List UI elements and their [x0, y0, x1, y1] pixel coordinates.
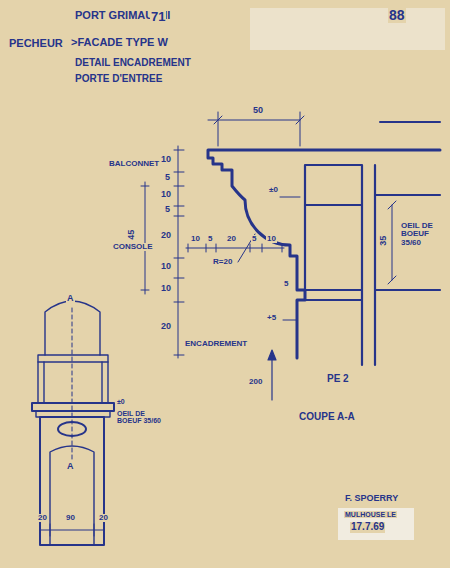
drawing-label: PECHEUR — [8, 38, 64, 50]
drawing-label: 5 — [207, 235, 213, 243]
drawing-label: 10 — [160, 190, 172, 199]
drawing-label: 10 — [160, 284, 172, 293]
dimension-line — [208, 112, 304, 146]
drawing-label: COUPE A-A — [298, 412, 356, 423]
dimension-line — [388, 201, 396, 284]
tape — [338, 508, 414, 540]
drawing-label: >FACADE TYPE W — [70, 37, 169, 49]
level-arrow — [268, 350, 276, 400]
drawing-label: A — [66, 294, 75, 303]
drawing-label: 20 — [160, 231, 172, 240]
dimension-line — [141, 146, 184, 358]
drawing-label: ±0 — [268, 186, 279, 194]
slab-line — [380, 121, 440, 123]
drawing-label: 5 — [251, 235, 257, 243]
drawing-label: OEIL DE BOEUF 35/60 — [400, 222, 446, 247]
drawing-label: 50 — [252, 106, 264, 115]
dimension-line — [186, 197, 300, 320]
drawing-label: MULHOUSE LE — [344, 511, 397, 518]
drawing-label: 10 — [266, 235, 277, 243]
drawing-label: 10 — [190, 235, 201, 243]
drawing-label: 20 — [160, 322, 172, 331]
drawing-label: 5 — [164, 173, 171, 182]
drawing-label: 20 — [37, 514, 48, 522]
drawing-label: CONSOLE — [112, 243, 154, 251]
drawing-label: 5 — [164, 205, 171, 214]
drawing-label: ENCADREMENT — [184, 340, 248, 348]
drawing-label: 200 — [248, 378, 263, 386]
drawing-label: 10 — [160, 262, 172, 271]
drawing-label: R=20 — [212, 258, 233, 266]
drawing-label: 71 — [150, 10, 166, 24]
tape — [250, 8, 445, 50]
drawing-label: 10 — [160, 155, 172, 164]
drawing-label: PE 2 — [326, 374, 350, 385]
drawing-label: 17.7.69 — [350, 522, 385, 533]
drawing-label: 5 — [283, 280, 289, 288]
drawing-label: 20 — [98, 514, 109, 522]
drawing-label: +5 — [266, 314, 277, 322]
section-profile — [208, 150, 440, 358]
drawing-label: A — [66, 462, 75, 471]
drawing-label: 20 — [226, 235, 237, 243]
drawing-label: OEIL DE BOEUF 35/60 — [116, 410, 162, 425]
door-elevation — [32, 301, 114, 545]
drawing-label: 45 — [127, 229, 136, 241]
drawing-label: BALCONNET — [108, 160, 160, 168]
drawing-label: F. SPOERRY — [344, 494, 399, 503]
drawing-label: DETAIL ENCADREMENT — [74, 58, 192, 69]
drawing-label: 35 — [379, 235, 388, 247]
drawing-label: 88 — [388, 8, 406, 23]
drawing-label: 90 — [65, 514, 76, 522]
drawing-label: PORTE D'ENTREE — [74, 74, 163, 85]
wall-section — [297, 165, 440, 365]
drawing-label: ±0 — [116, 398, 126, 405]
